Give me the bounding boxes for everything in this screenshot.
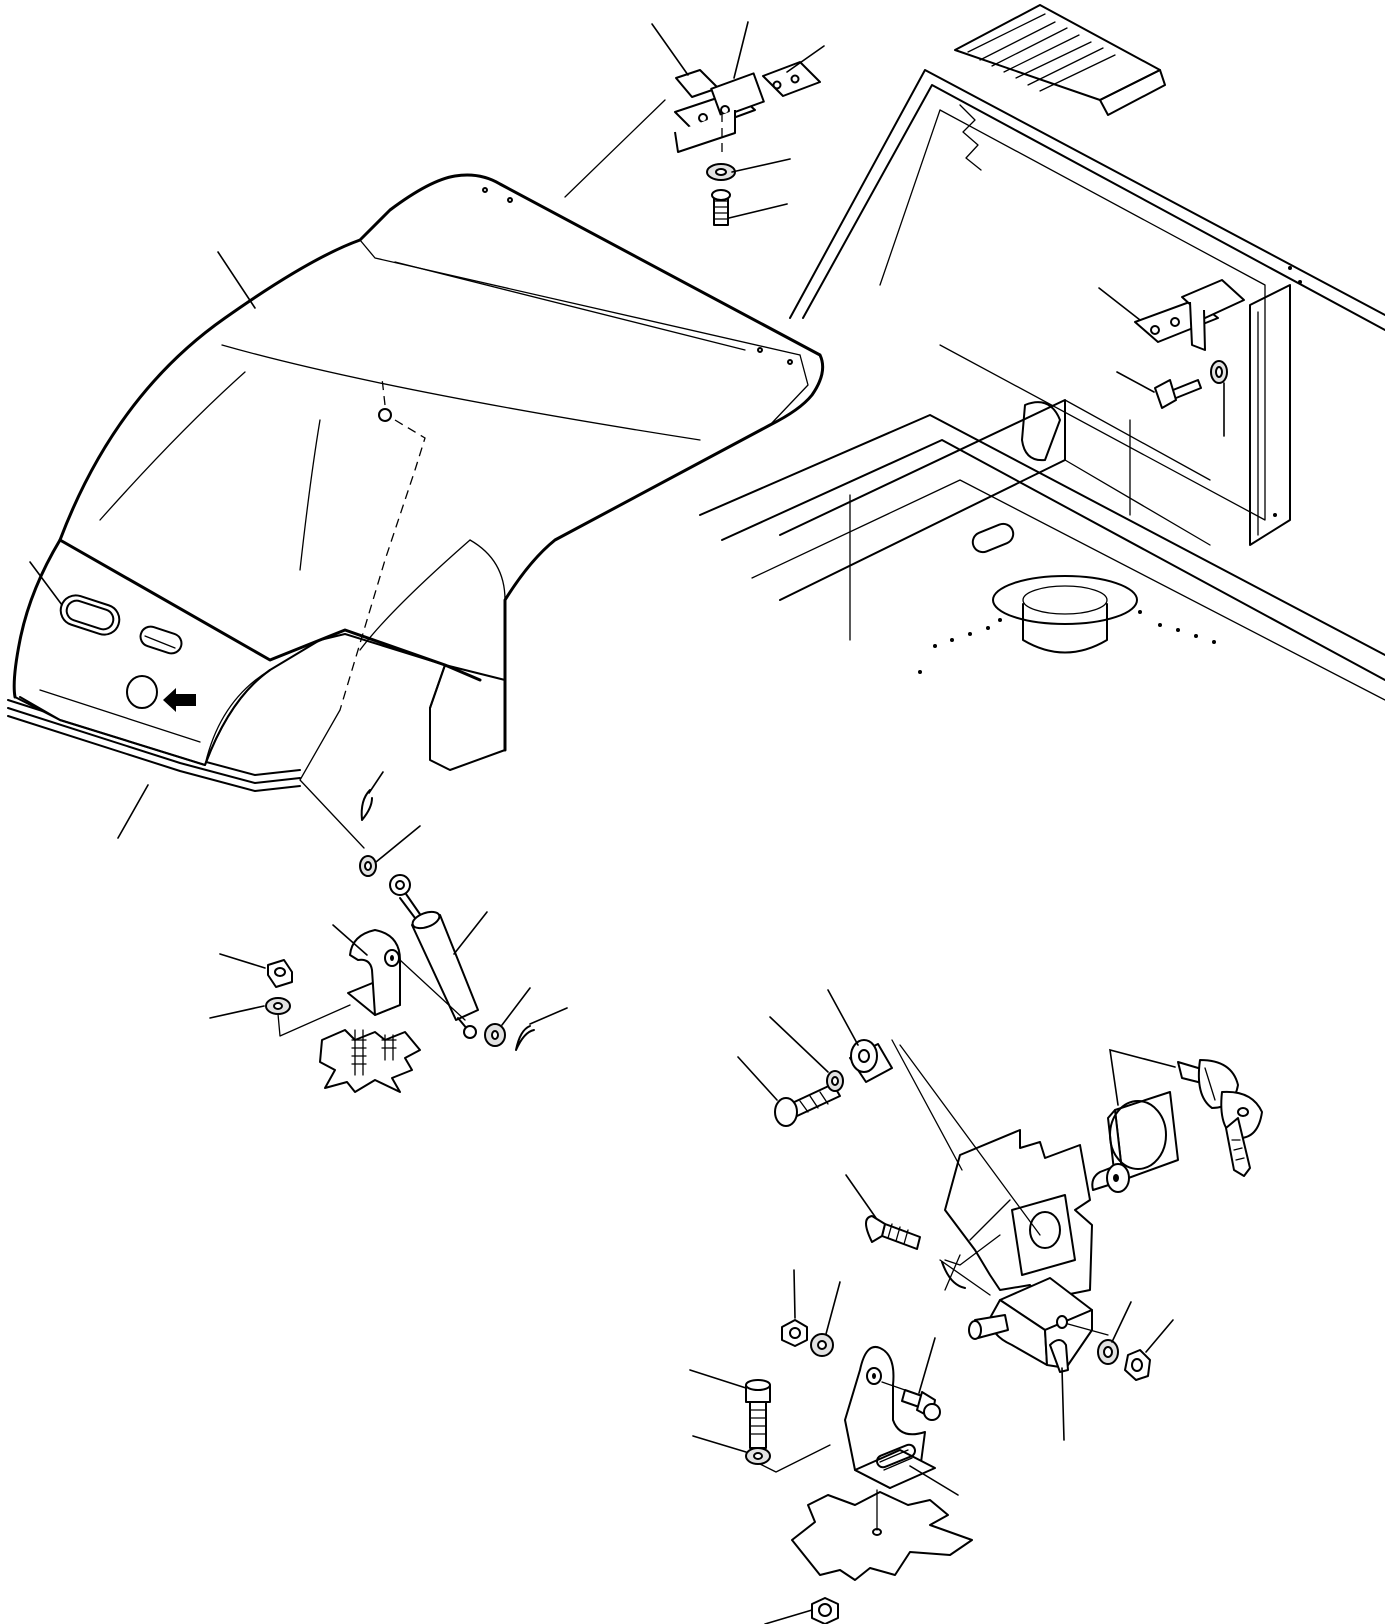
gas-spring-icon [209, 419, 568, 1093]
hinge-icon [1098, 279, 1245, 437]
engine-hood-icon [7, 173, 825, 839]
frame-icon [899, 1044, 1093, 1301]
frame-icon [699, 4, 1385, 701]
key-icon [1177, 1059, 1263, 1177]
lock-cylinder-icon [1091, 1048, 1179, 1193]
striker-bracket-icon [689, 1269, 973, 1624]
latch-icon [737, 989, 963, 1250]
latch-icon [939, 1254, 1174, 1441]
arrow-icon [163, 688, 196, 712]
hinge-icon [509, 21, 825, 247]
